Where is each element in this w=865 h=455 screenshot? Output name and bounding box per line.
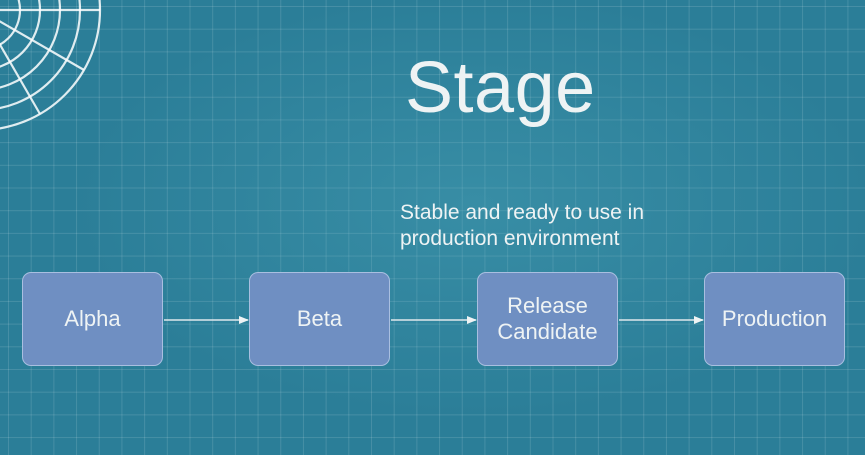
- stage-label-alpha: Alpha: [64, 306, 121, 331]
- stage-label-release-candidate: Release Candidate: [497, 293, 598, 344]
- stage-box-beta: Beta: [249, 272, 390, 366]
- stage-box-alpha: Alpha: [22, 272, 163, 366]
- slide-title: Stage: [405, 48, 596, 128]
- stage-label-beta: Beta: [296, 306, 343, 331]
- stage-annotation: Stable and ready to use in production en…: [400, 201, 645, 250]
- stage-label-production: Production: [721, 306, 828, 331]
- stage-box-release-candidate: Release Candidate: [477, 272, 618, 366]
- stage-box-production: Production: [704, 272, 845, 366]
- radar-arc-decoration: [0, 0, 102, 130]
